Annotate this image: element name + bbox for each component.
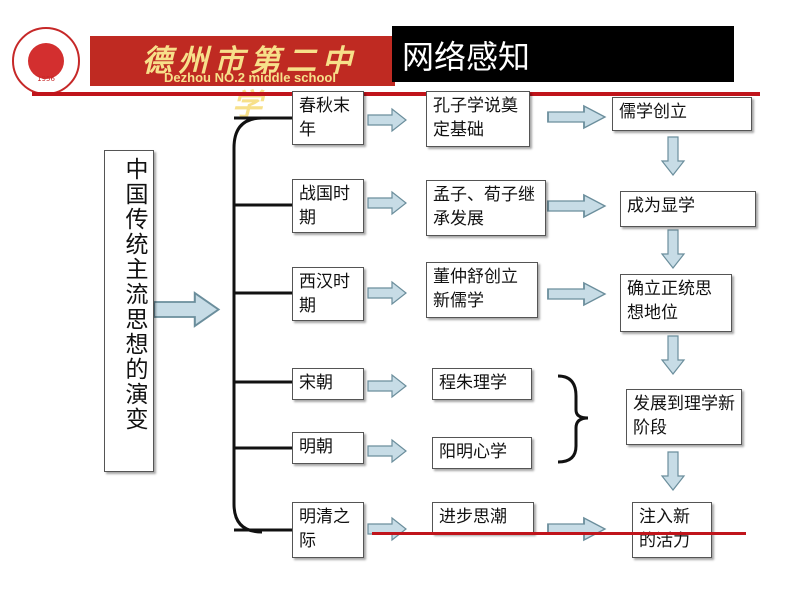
down-arrow bbox=[661, 335, 685, 375]
down-arrow bbox=[661, 451, 685, 491]
title-box: 网络感知 bbox=[392, 26, 734, 82]
root-arrow bbox=[152, 291, 220, 328]
stage-box: 注入新的活力 bbox=[632, 502, 712, 558]
header-divider bbox=[32, 92, 760, 96]
event-box: 孟子、荀子继承发展 bbox=[426, 180, 546, 236]
arrow bbox=[367, 517, 407, 541]
accent-underline bbox=[372, 532, 746, 535]
page-title: 网络感知 bbox=[402, 38, 531, 76]
school-logo: 1956 bbox=[12, 27, 80, 95]
period-box: 宋朝 bbox=[292, 368, 364, 400]
school-name-en: Dezhou NO.2 middle school bbox=[164, 70, 336, 85]
event-box: 程朱理学 bbox=[432, 368, 532, 400]
event-box: 阳明心学 bbox=[432, 437, 532, 469]
stage-box: 儒学创立 bbox=[612, 97, 752, 131]
stage-box: 成为显学 bbox=[620, 191, 756, 227]
period-box: 春秋末年 bbox=[292, 91, 364, 145]
logo-emblem bbox=[28, 43, 64, 79]
period-box: 西汉时期 bbox=[292, 267, 364, 321]
curly-brace bbox=[557, 374, 589, 464]
stage-box: 确立正统思想地位 bbox=[620, 274, 732, 332]
arrow bbox=[367, 374, 407, 398]
period-box: 明朝 bbox=[292, 432, 364, 464]
down-arrow bbox=[661, 229, 685, 269]
main-bracket bbox=[232, 116, 263, 534]
arrow bbox=[547, 282, 606, 306]
period-box: 战国时期 bbox=[292, 179, 364, 233]
arrow bbox=[367, 439, 407, 463]
event-box: 进步思潮 bbox=[432, 502, 534, 534]
arrow bbox=[367, 191, 407, 215]
logo-year: 1956 bbox=[37, 75, 55, 83]
arrow bbox=[547, 517, 606, 541]
arrow bbox=[367, 281, 407, 305]
down-arrow bbox=[661, 136, 685, 176]
event-box: 董仲舒创立新儒学 bbox=[426, 262, 538, 318]
arrow bbox=[547, 105, 606, 129]
root-box: 中国传统主流思想的演变 bbox=[104, 150, 154, 472]
arrow bbox=[367, 108, 407, 132]
stage-box: 发展到理学新阶段 bbox=[626, 389, 742, 445]
arrow bbox=[547, 194, 606, 218]
period-box: 明清之际 bbox=[292, 502, 364, 558]
school-banner bbox=[90, 36, 395, 86]
event-box: 孔子学说奠定基础 bbox=[426, 91, 530, 147]
